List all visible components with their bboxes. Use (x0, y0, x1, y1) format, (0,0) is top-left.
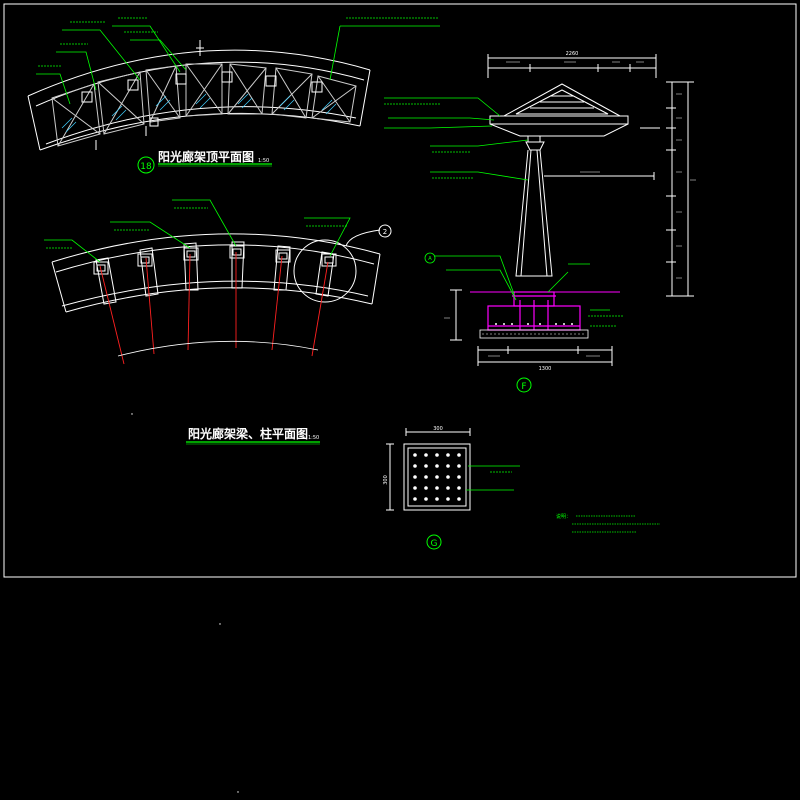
detail-g-bolt (446, 453, 450, 457)
beam-column-plan (51, 229, 381, 313)
detail-g-bolt (413, 486, 417, 490)
detail-g-bolt (424, 475, 428, 479)
detail-g-circle (426, 534, 442, 550)
section-mark-a: A (428, 256, 432, 262)
roof-plan (27, 40, 371, 151)
roof-plan-callouts (36, 17, 440, 105)
roof-glass-bays (51, 63, 357, 147)
beam-plan-scale: 1:50 (308, 435, 319, 441)
detail-g-bolt (413, 475, 417, 479)
section-callouts (384, 97, 624, 327)
detail-g-bolt (424, 453, 428, 457)
detail-g-label: G (431, 539, 438, 549)
detail-mark-circle (378, 224, 392, 238)
beam-plan-callouts (44, 199, 351, 263)
roof-post-markers (81, 71, 323, 103)
detail-g-bolt (435, 464, 439, 468)
detail-g-bolt (457, 486, 461, 490)
section-dim-ticks (444, 61, 696, 357)
detail-g-bolt (413, 453, 417, 457)
detail-g-bolt (435, 497, 439, 501)
detail-g-bolt (446, 475, 450, 479)
detail-g-callouts (466, 465, 520, 491)
detail-g-bolt (446, 464, 450, 468)
detail-g-bolt (424, 464, 428, 468)
detail-g-bolt-grid (413, 453, 461, 501)
detail-g-bolt (424, 497, 428, 501)
detail-g (386, 428, 471, 511)
roof-plan-scale: 1:50 (258, 158, 269, 164)
roof-slab (489, 115, 629, 125)
drawing-frame (3, 3, 797, 578)
detail-g-dim-top: 300 (433, 426, 443, 432)
section-dim-overall: 2260 (566, 51, 579, 57)
detail-g-bolt (435, 453, 439, 457)
notes-lines (572, 515, 660, 533)
detail-g-bolt (446, 486, 450, 490)
beam-plan-title: 阳光廊架梁、柱平面图 (188, 426, 308, 441)
detail-g-bolt (424, 486, 428, 490)
section-dim-footing: 1300 (539, 366, 552, 372)
detail-g-bolt (413, 497, 417, 501)
column-squares (93, 245, 337, 275)
gravel-bed (479, 329, 589, 339)
detail-g-bolt (435, 475, 439, 479)
beam-strips (95, 241, 335, 305)
detail-circle (293, 239, 357, 303)
detail-g-plate (403, 443, 471, 511)
roof-glass-hatch (61, 93, 337, 133)
detail-g-bolt (446, 497, 450, 501)
detail-g-bolt (435, 486, 439, 490)
beam-plan-title-block: 阳光廊架梁、柱平面图 1:50 (186, 426, 320, 445)
detail-g-dim-left: 300 (383, 475, 389, 485)
detail-g-bolt (457, 453, 461, 457)
section-f (450, 54, 694, 366)
detail-g-bolt (413, 464, 417, 468)
roof-plan-title-block: 18 阳光廊架顶平面图 1:50 (137, 149, 272, 174)
notes-heading: 说明： (556, 513, 571, 520)
roof-plan-number: 18 (140, 162, 152, 172)
detail-g-bolt (457, 464, 461, 468)
section-f-label: F (521, 382, 526, 392)
detail-g-bolt (457, 475, 461, 479)
radial-axes (99, 252, 329, 365)
roof-plan-number-circle (137, 156, 155, 174)
roof-plan-title: 阳光廊架顶平面图 (158, 149, 254, 164)
detail-g-bolt (457, 497, 461, 501)
detail-mark-number: 2 (383, 228, 387, 236)
footing (487, 291, 581, 331)
axis-dimension-arc (117, 340, 319, 357)
footing-rebar-dots (495, 323, 573, 325)
section-f-circle (516, 377, 532, 393)
column-shaft (515, 149, 553, 277)
section-mark-a-circle (424, 252, 436, 264)
